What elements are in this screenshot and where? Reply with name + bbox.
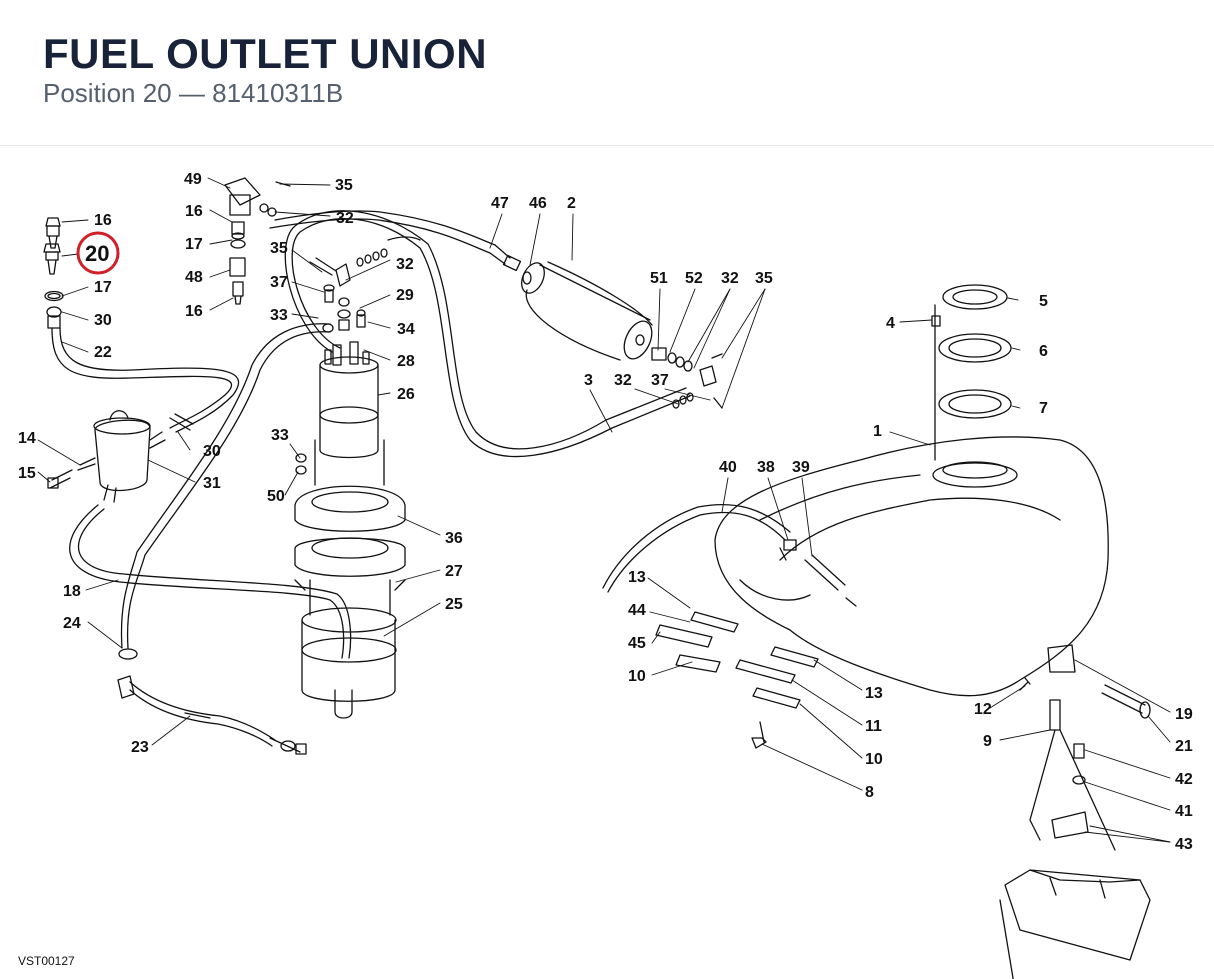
callout-10: 10 (865, 751, 883, 768)
fuel-pump-assembly (294, 341, 406, 719)
callout-32: 32 (336, 210, 354, 227)
callout-12: 12 (974, 701, 992, 718)
callout-38: 38 (757, 459, 775, 476)
callout-10: 10 (628, 668, 646, 685)
callout-30: 30 (94, 312, 112, 329)
callout-8: 8 (865, 784, 874, 801)
callout-2: 2 (567, 195, 576, 212)
callout-48: 48 (185, 269, 203, 286)
callout-33: 33 (270, 307, 288, 324)
callout-16: 16 (185, 303, 203, 320)
callout-37: 37 (270, 274, 288, 291)
callout-39: 39 (792, 459, 810, 476)
highlight-ring (76, 231, 120, 275)
page-subtitle: Position 20 — 81410311B (43, 78, 343, 109)
callout-37: 37 (651, 372, 669, 389)
callout-32: 32 (614, 372, 632, 389)
callout-49: 49 (184, 171, 202, 188)
fuel-filter-31 (47, 410, 166, 503)
callout-20-highlighted: 20 (85, 241, 109, 266)
callout-52: 52 (685, 270, 703, 287)
callout-1: 1 (873, 423, 882, 440)
callout-35: 35 (270, 240, 288, 257)
callout-47: 47 (491, 195, 509, 212)
callout-51: 51 (650, 270, 668, 287)
callout-6: 6 (1039, 343, 1048, 360)
callout-42: 42 (1175, 771, 1193, 788)
page-title: FUEL OUTLET UNION (43, 30, 488, 77)
callout-35: 35 (755, 270, 773, 287)
fuel-sensor-23 (117, 648, 307, 755)
callout-41: 41 (1175, 803, 1193, 820)
callout-23: 23 (131, 739, 149, 756)
callout-33: 33 (271, 427, 289, 444)
callout-32: 32 (396, 256, 414, 273)
tank-bracket-parts (655, 539, 1151, 979)
inline-filter-2 (489, 244, 653, 361)
callout-34: 34 (397, 321, 415, 338)
page-header: FUEL OUTLET UNION Position 20 — 81410311… (0, 0, 1214, 146)
callout-11: 11 (865, 718, 882, 735)
callout-15: 15 (18, 465, 36, 482)
callout-17: 17 (94, 279, 112, 296)
callout-27: 27 (445, 563, 463, 580)
callout-29: 29 (396, 287, 414, 304)
callout-16: 16 (94, 212, 112, 229)
callout-13: 13 (865, 685, 883, 702)
callout-45: 45 (628, 635, 646, 652)
callout-14: 14 (18, 430, 36, 447)
callout-30: 30 (203, 443, 221, 460)
callout-31: 31 (203, 475, 221, 492)
callout-18: 18 (63, 583, 81, 600)
callout-24: 24 (63, 615, 81, 632)
callout-21: 21 (1175, 738, 1193, 755)
callout-13: 13 (628, 569, 646, 586)
callout-17: 17 (185, 236, 203, 253)
callout-32: 32 (721, 270, 739, 287)
callout-28: 28 (397, 353, 415, 370)
callout-36: 36 (445, 530, 463, 547)
callout-7: 7 (1039, 400, 1048, 417)
subtitle-separator: — (171, 78, 213, 108)
fuel-hoses (51, 210, 791, 747)
callout-9: 9 (983, 733, 992, 750)
callout-16: 16 (185, 203, 203, 220)
callout-3: 3 (584, 372, 593, 389)
callout-46: 46 (529, 195, 547, 212)
callout-40: 40 (719, 459, 737, 476)
callout-26: 26 (397, 386, 415, 403)
callout-44: 44 (628, 602, 646, 619)
callout-labels: 16 20 17 30 22 49 35 16 32 17 35 32 48 3… (18, 171, 1193, 853)
fuel-tank (714, 284, 1109, 697)
callout-25: 25 (445, 596, 463, 613)
callout-35: 35 (335, 177, 353, 194)
callout-19: 19 (1175, 706, 1193, 723)
filter-outlet-fittings (651, 347, 723, 409)
callout-4: 4 (886, 315, 895, 332)
drawing-reference-code: VST00127 (18, 954, 75, 968)
callout-leader-lines (37, 177, 1171, 843)
part-number: 81410311B (212, 78, 344, 108)
callout-5: 5 (1039, 293, 1048, 310)
position-label: Position 20 (43, 78, 172, 108)
fuel-outlet-union-group (43, 217, 64, 329)
callout-43: 43 (1175, 836, 1193, 853)
callout-22: 22 (94, 344, 112, 361)
pump-top-fittings (295, 248, 388, 475)
callout-50: 50 (267, 488, 285, 505)
